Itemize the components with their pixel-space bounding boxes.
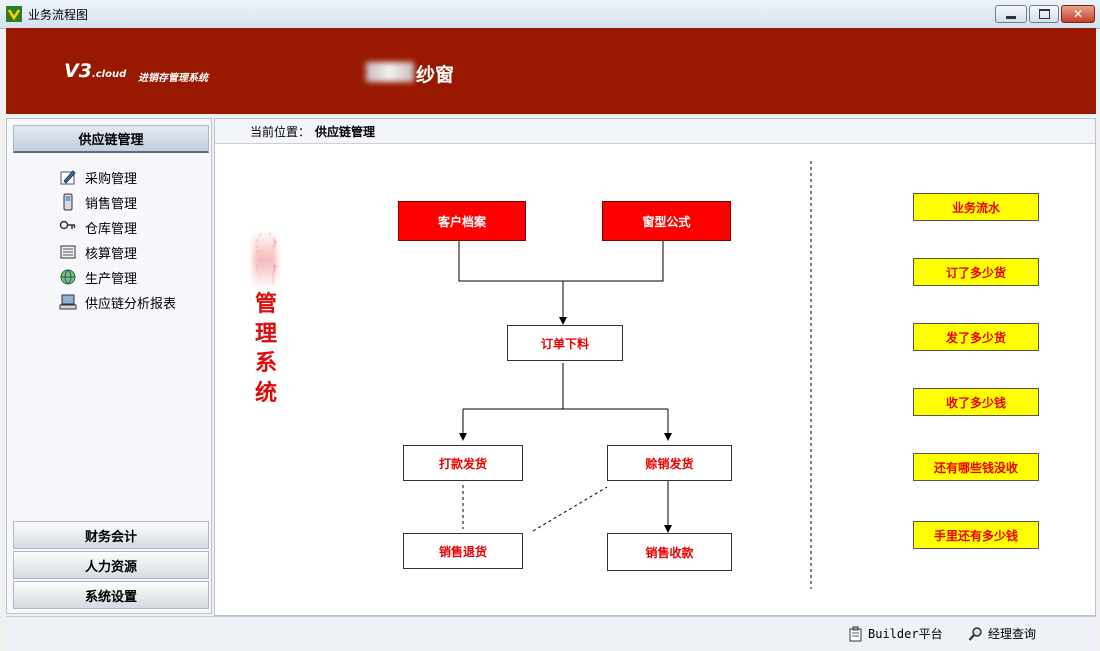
sidebar-item-analysis-report[interactable]: 供应链分析报表 (59, 292, 176, 312)
main-content: 当前位置： 供应链管理 纱 窗 管 理 系 统 客户档 (214, 118, 1096, 616)
breadcrumb-value: 供应链管理 (315, 125, 376, 139)
flow-node-window-formula[interactable]: 窗型公式 (602, 201, 731, 241)
vertical-title-char: 理 (254, 321, 277, 347)
manager-query-label: 经理查询 (988, 627, 1037, 641)
sidebar-section-system-settings[interactable]: 系统设置 (13, 581, 209, 609)
sidebar-item-label: 销售管理 (85, 196, 138, 212)
minimize-icon (996, 6, 1026, 22)
sidebar-item-accounting[interactable]: 核算管理 (59, 242, 137, 262)
sidebar-item-sales[interactable]: 销售管理 (59, 192, 137, 212)
flow-node-credit-shipping[interactable]: 赊销发货 (607, 445, 732, 481)
maximize-button[interactable] (1029, 5, 1059, 23)
app-logo-icon (6, 6, 22, 22)
clipboard-icon (849, 626, 862, 641)
sidebar-item-purchase[interactable]: 采购管理 (59, 167, 137, 187)
breadcrumb: 当前位置： 供应链管理 (215, 119, 1095, 144)
computer-icon (59, 294, 77, 310)
vertical-title-char: 系 (254, 351, 277, 376)
quick-link-business-flow[interactable]: 业务流水 (913, 193, 1039, 221)
sidebar-section-finance[interactable]: 财务会计 (13, 521, 209, 549)
vertical-title-char: 管 (254, 292, 277, 317)
window-titlebar[interactable]: 业务流程图 ✕ (0, 0, 1100, 29)
sidebar-item-label: 核算管理 (85, 246, 138, 262)
brand-name: 纱窗 (416, 64, 455, 86)
quick-link-collected-amount[interactable]: 收了多少钱 (913, 388, 1039, 416)
magnifier-icon (968, 626, 982, 641)
status-bar: Builder平台 经理查询 (6, 616, 1096, 651)
brand-subtitle: 进销存管理系统 (138, 73, 208, 84)
redacted-text (366, 62, 414, 82)
maximize-icon (1030, 6, 1058, 22)
globe-icon (60, 269, 76, 285)
close-icon: ✕ (1072, 7, 1084, 21)
sidebar-item-warehouse[interactable]: 仓库管理 (59, 217, 137, 237)
builder-platform-label: Builder平台 (868, 627, 943, 641)
phone-icon (63, 193, 73, 211)
brand-logo: V3.cloud (64, 60, 126, 82)
brand-cloud: .cloud (91, 69, 127, 80)
sidebar-item-label: 供应链分析报表 (85, 296, 177, 312)
close-button[interactable]: ✕ (1061, 5, 1095, 23)
flow-node-payment-shipping[interactable]: 打款发货 (403, 445, 523, 481)
sidebar: 供应链管理 采购管理 销售管理 仓库管理 核算管理 生产管理 (6, 118, 212, 614)
key-icon (59, 220, 76, 230)
flow-node-order-cutting[interactable]: 订单下料 (507, 325, 623, 361)
quick-link-cash-on-hand[interactable]: 手里还有多少钱 (913, 521, 1039, 549)
minimize-button[interactable] (995, 5, 1027, 23)
flow-node-customer-file[interactable]: 客户档案 (398, 201, 526, 241)
quick-link-uncollected[interactable]: 还有哪些钱没收 (913, 453, 1039, 481)
quick-link-ordered-amount[interactable]: 订了多少货 (913, 258, 1039, 286)
sidebar-item-production[interactable]: 生产管理 (59, 267, 137, 287)
sidebar-item-label: 仓库管理 (85, 221, 138, 237)
window-title: 业务流程图 (28, 8, 89, 22)
builder-platform-button[interactable]: Builder平台 (848, 625, 943, 642)
vertical-title-char: 统 (254, 380, 277, 406)
header-banner: V3.cloud 进销存管理系统 纱窗 (6, 28, 1096, 114)
sidebar-item-label: 生产管理 (85, 271, 138, 287)
breadcrumb-label: 当前位置： (250, 125, 311, 139)
brand-main: V3 (64, 60, 92, 82)
flow-connectors (458, 161, 812, 589)
ledger-icon (60, 245, 76, 259)
flow-node-sales-return[interactable]: 销售退货 (403, 533, 523, 569)
pencil-icon (60, 170, 76, 185)
quick-link-shipped-amount[interactable]: 发了多少货 (913, 323, 1039, 351)
redacted-text (253, 231, 277, 289)
sidebar-item-label: 采购管理 (85, 171, 138, 187)
sidebar-section-supply-chain[interactable]: 供应链管理 (13, 125, 209, 153)
flow-node-sales-collection[interactable]: 销售收款 (607, 533, 732, 571)
sidebar-section-hr[interactable]: 人力资源 (13, 551, 209, 579)
manager-query-button[interactable]: 经理查询 (968, 625, 1036, 642)
